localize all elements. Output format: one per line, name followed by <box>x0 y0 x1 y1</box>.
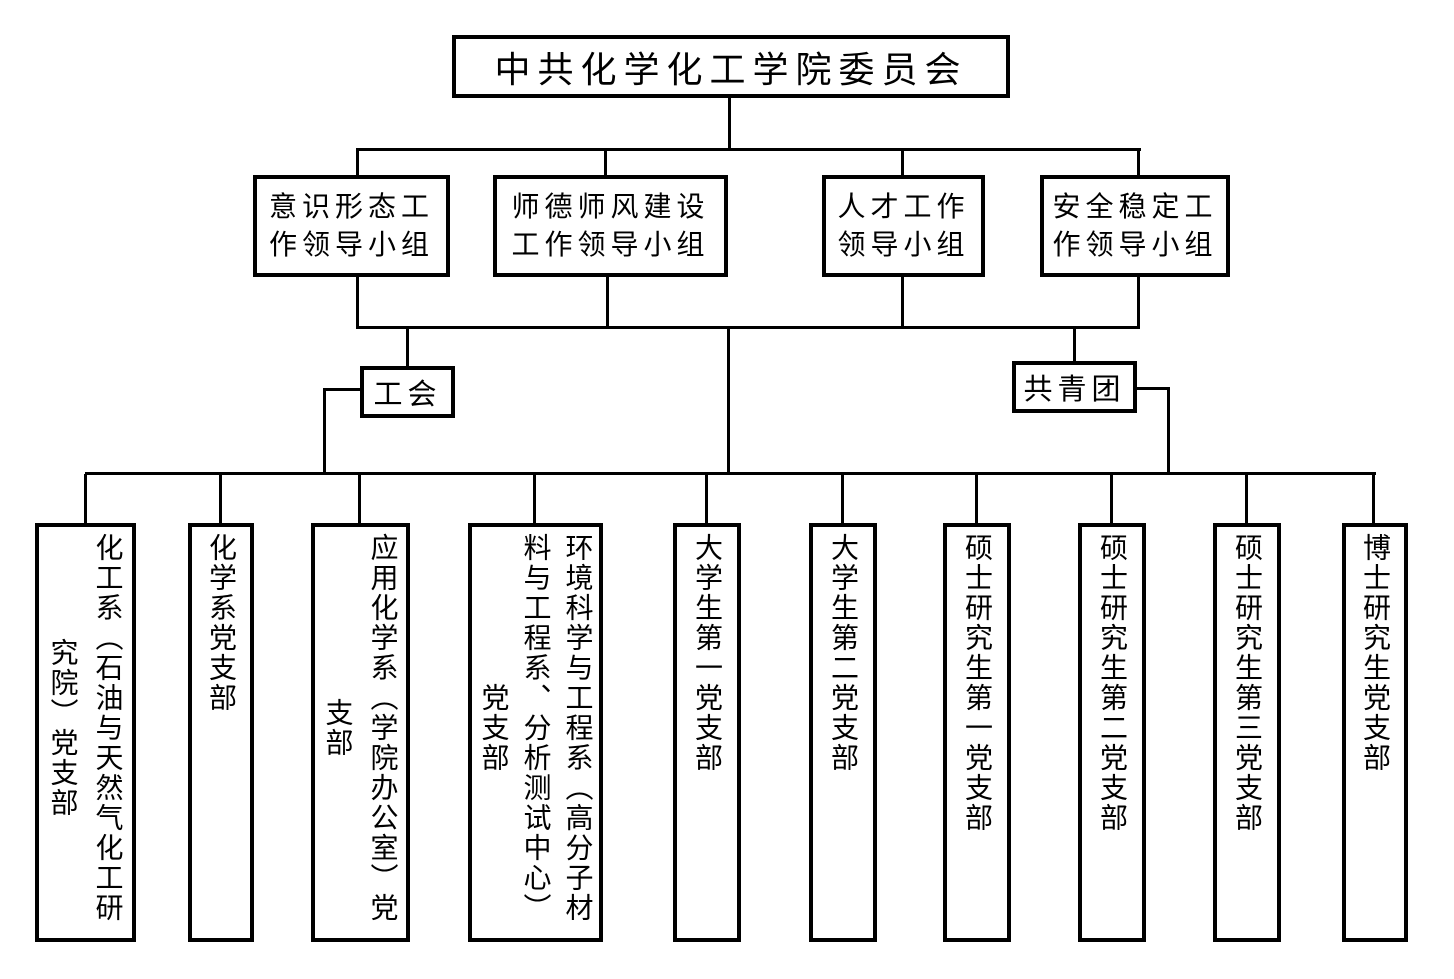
connector-youth-league-top <box>1073 328 1076 364</box>
branch-label: 化学系党支部 <box>205 533 238 713</box>
branch-label: 应用化学系（学院办公室）党 支部 <box>321 533 400 923</box>
connector-teacher-ethics-top <box>604 150 607 177</box>
branch-label: 环境科学与工程系（高分子材 料与工程系、分析测试中心） 党支部 <box>477 533 595 923</box>
node-branch-undergraduate-1: 大学生第一党支部 <box>673 523 741 942</box>
node-branch-chemistry: 化学系党支部 <box>188 523 254 942</box>
node-youth-league: 共青团 <box>1012 361 1137 413</box>
connector-level2-rail <box>356 326 1140 329</box>
connector-youth-league-right-h <box>1134 387 1170 390</box>
node-college-party-committee: 中共化学化工学院委员会 <box>452 35 1010 98</box>
connector-union-left-h <box>325 388 362 391</box>
connector-security-top <box>1137 150 1140 177</box>
branch-label: 化工系（石油与天然气化工研 究院）党支部 <box>46 533 125 923</box>
connector-center-drop <box>727 328 730 475</box>
node-branch-undergraduate-2: 大学生第二党支部 <box>809 523 877 942</box>
connector-ideology-bottom <box>356 277 359 328</box>
branch-label: 大学生第二党支部 <box>827 533 860 773</box>
node-trade-union: 工会 <box>360 366 455 418</box>
node-branch-chemical-engineering: 化工系（石油与天然气化工研 究院）党支部 <box>35 523 136 942</box>
connector-branch-drop-2 <box>219 474 222 524</box>
connector-teacher-ethics-bottom <box>606 277 609 328</box>
connector-union-top <box>406 328 409 368</box>
node-ideology-work-group: 意识形态工 作领导小组 <box>253 175 450 277</box>
branch-label: 大学生第一党支部 <box>691 533 724 773</box>
connector-talent-top <box>901 150 904 177</box>
branch-label: 硕士研究生第三党支部 <box>1231 533 1264 833</box>
node-security-stability-group: 安全稳定工 作领导小组 <box>1040 175 1230 277</box>
node-teacher-ethics-group: 师德师风建设 工作领导小组 <box>493 175 728 277</box>
connector-branch-drop-1 <box>84 474 87 524</box>
node-branch-masters-2: 硕士研究生第二党支部 <box>1078 523 1146 942</box>
connector-branch-drop-10 <box>1372 474 1375 524</box>
connector-branch-drop-8 <box>1110 474 1113 524</box>
connector-branch-rail <box>85 472 1376 475</box>
node-talent-work-group: 人才工作 领导小组 <box>822 175 985 277</box>
connector-talent-bottom <box>901 277 904 328</box>
connector-youth-league-right-v <box>1167 387 1170 475</box>
connector-ideology-top <box>356 150 359 177</box>
connector-branch-drop-6 <box>841 474 844 524</box>
connector-security-bottom <box>1137 277 1140 328</box>
node-branch-environmental-science: 环境科学与工程系（高分子材 料与工程系、分析测试中心） 党支部 <box>468 523 603 942</box>
connector-branch-drop-7 <box>975 474 978 524</box>
node-branch-masters-3: 硕士研究生第三党支部 <box>1213 523 1281 942</box>
connector-branch-drop-5 <box>705 474 708 524</box>
branch-label: 博士研究生党支部 <box>1359 533 1392 773</box>
node-branch-doctoral: 博士研究生党支部 <box>1342 523 1408 942</box>
node-branch-applied-chemistry: 应用化学系（学院办公室）党 支部 <box>311 523 410 942</box>
connector-branch-drop-4 <box>533 474 536 524</box>
connector-branch-drop-3 <box>358 474 361 524</box>
branch-label: 硕士研究生第一党支部 <box>961 533 994 833</box>
connector-union-left-v <box>323 388 326 475</box>
connector-level1-rail <box>356 148 1141 151</box>
branch-label: 硕士研究生第二党支部 <box>1096 533 1129 833</box>
connector-branch-drop-9 <box>1245 474 1248 524</box>
node-branch-masters-1: 硕士研究生第一党支部 <box>943 523 1011 942</box>
connector-root-drop <box>728 98 731 150</box>
